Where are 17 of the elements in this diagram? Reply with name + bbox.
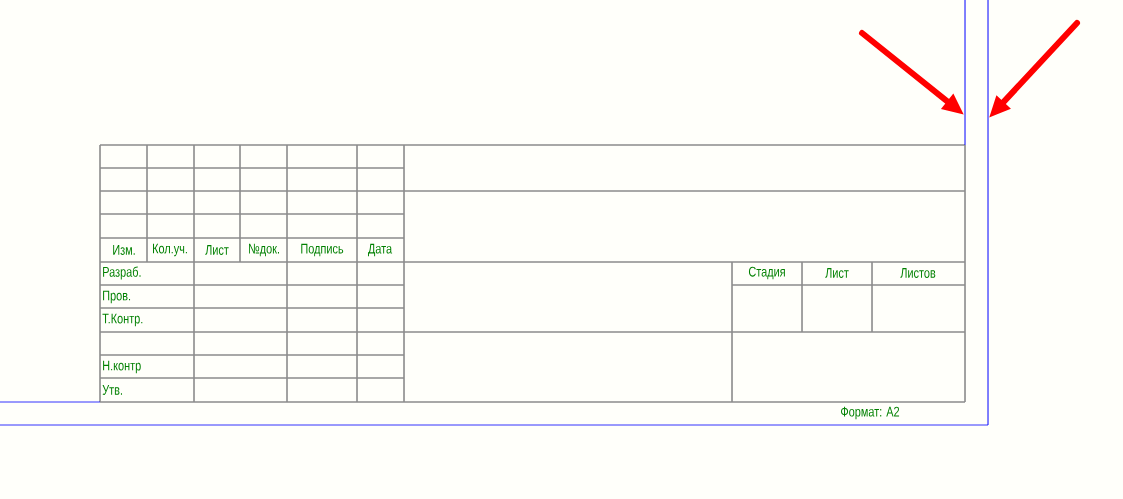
field-label: Дата [368,243,393,257]
field-label: Стадия [748,266,785,280]
frame-line [987,0,989,425]
frame-line [964,0,966,145]
field-label: Н.контр [103,360,141,374]
field-label: №док. [249,243,279,257]
field-label: Разраб. [103,266,141,280]
field-label: Пров. [103,290,131,304]
field-label: Изм. [113,245,135,255]
field-label: Листов [900,268,936,278]
field-label: Лист [205,245,229,255]
field-label: Кол.уч. [153,243,187,257]
field-label: Лист [825,268,849,278]
field-label: Утв. [102,385,122,395]
field-label: Т.Контр. [102,313,143,327]
field-label: Подпись [301,243,344,257]
format-label: Формат: A2 [841,406,900,420]
